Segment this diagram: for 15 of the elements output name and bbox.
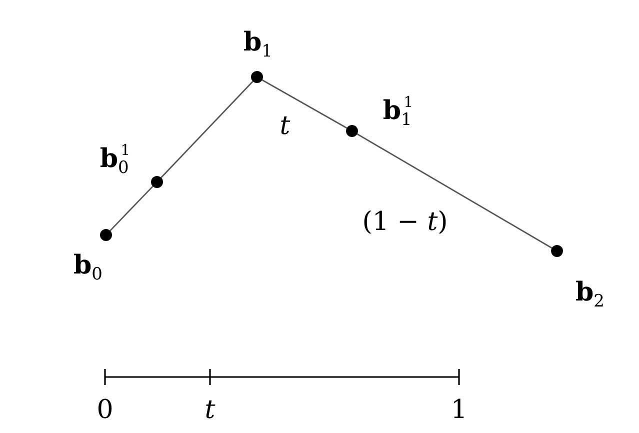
line-segment [110, 186, 154, 232]
point-dot [346, 125, 358, 137]
tick-label: 0 [96, 397, 114, 423]
line-segment [160, 80, 254, 178]
point-dot [100, 229, 112, 241]
point-dot [251, 71, 263, 83]
point-label: b$_{0}$ [74, 252, 102, 284]
point-dot [551, 245, 563, 257]
tick-label: 1 [450, 397, 468, 423]
line-segment [356, 133, 552, 249]
tick-label: t [204, 397, 216, 423]
point-dot [151, 176, 163, 188]
point-label: b$_{2}$ [576, 280, 604, 310]
line-segment [262, 79, 348, 129]
point-label: b$_{1}$ [244, 30, 272, 60]
